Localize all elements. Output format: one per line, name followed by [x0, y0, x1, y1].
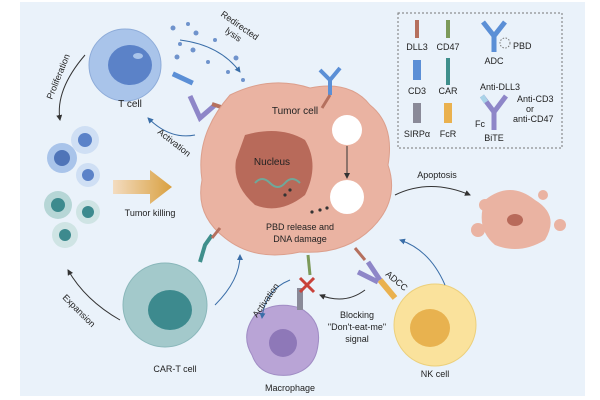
legend-adc: ADC [484, 56, 504, 66]
macrophage-nucleus [269, 329, 297, 357]
proliferation-arrow [56, 54, 86, 121]
activation-top-arrow [147, 117, 196, 137]
apoptotic-cell [471, 190, 566, 249]
cd47-ligand [306, 254, 312, 276]
apoptosis-arrow [394, 186, 471, 196]
legend-bite: BiTE [484, 133, 504, 143]
endosome [332, 115, 362, 145]
block-x-icon [298, 276, 316, 294]
legend-dll3: DLL3 [406, 42, 428, 52]
tumor-cell-label: Tumor cell [272, 106, 318, 117]
blocking-label-3: signal [345, 334, 369, 344]
tumor-killing-arrow [113, 170, 172, 204]
nk-cell-label: NK cell [421, 369, 450, 379]
tumor-killing-label: Tumor killing [125, 208, 176, 218]
cytokine-dots [170, 22, 245, 82]
adc-antibody [318, 66, 342, 109]
nk-cell [353, 247, 477, 367]
legend-cd3: CD3 [408, 86, 426, 96]
legend-cd47: CD47 [436, 42, 459, 52]
nucleus [235, 131, 313, 209]
legend-anti-cd3: Anti-CD3 [517, 94, 554, 104]
pbd-release-label-2: DNA damage [273, 234, 327, 244]
car-t-cell-label: CAR-T cell [153, 364, 196, 374]
blocking-arrow [319, 289, 366, 300]
legend-sirpa: SIRPα [404, 129, 430, 139]
apoptosis-label: Apoptosis [417, 170, 457, 180]
legend-anti-cd47: anti-CD47 [513, 114, 554, 124]
t-cell [88, 28, 162, 102]
car-t-attack-arrow [214, 254, 243, 306]
expanded-car-t-cells [44, 191, 100, 248]
macrophage-label: Macrophage [265, 383, 315, 393]
blocking-label-2: "Don't-eat-me" [328, 322, 386, 332]
legend-or: or [526, 104, 534, 114]
dna-icon [254, 178, 301, 188]
expansion-arrow [67, 269, 121, 321]
blocking-label-1: Blocking [340, 310, 374, 320]
t-cell-label: T cell [118, 99, 142, 110]
redirected-lysis-arrow [179, 39, 241, 73]
pbd-payload-dots [283, 188, 329, 214]
nk-attack-arrow [399, 238, 446, 286]
legend-fcr: FcR [440, 129, 457, 139]
activation-bottom-arrow [259, 279, 291, 319]
legend: DLL3 CD47 CD3 CAR SIRPα FcR PBD ADC Anti… [397, 12, 563, 149]
car-t-cell [122, 227, 222, 348]
proliferating-t-cells [47, 126, 100, 187]
legend-car: CAR [438, 86, 458, 96]
nucleus-label: Nucleus [254, 157, 290, 168]
legend-pbd: PBD [513, 41, 532, 51]
pbd-release-label-1: PBD release and [266, 222, 334, 232]
sirpa-receptor [297, 288, 303, 310]
lysosome [330, 180, 364, 214]
legend-fc: Fc [475, 119, 485, 129]
legend-anti-dll3: Anti-DLL3 [480, 82, 520, 92]
